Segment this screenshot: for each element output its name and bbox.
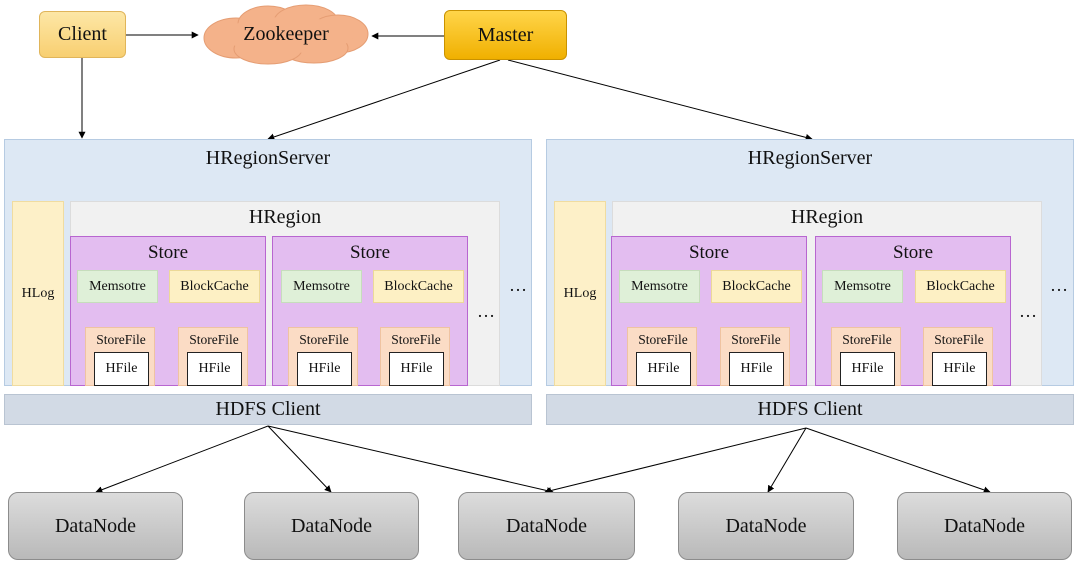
hdfs-client-box: HDFS Client (546, 394, 1074, 425)
hfile-box: HFile (729, 352, 784, 386)
hregion-title: HRegion (248, 205, 322, 228)
store-title: Store (688, 242, 730, 263)
hdfs-client-label: HDFS Client (215, 398, 321, 420)
storefile-box: StoreFile HFile (380, 327, 450, 386)
hfile-box: HFile (932, 352, 987, 386)
hlog-box: HLog (12, 201, 64, 386)
hdfs2-to-datanode-4-arrow (767, 427, 807, 493)
hlog-label: HLog (21, 285, 55, 301)
datanode-box: DataNode (678, 492, 854, 560)
memstore-box: Memsotre (281, 270, 362, 303)
hdfs2-to-datanode-3-arrow (544, 427, 807, 494)
hdfs1-to-datanode-2-arrow (267, 425, 332, 493)
store-title: Store (892, 242, 934, 263)
hdfs1-to-datanode-1-arrow (95, 425, 269, 494)
ellipsis: … (477, 300, 497, 321)
storefile-label: StoreFile (934, 332, 984, 347)
datanode-box: DataNode (897, 492, 1072, 560)
datanode-box: DataNode (8, 492, 183, 560)
ellipsis: … (1050, 274, 1070, 295)
master-label: Master (477, 23, 534, 46)
storefile-label: StoreFile (391, 332, 441, 347)
hfile-box: HFile (297, 352, 352, 386)
storefile-box: StoreFile HFile (923, 327, 993, 386)
storefile-box: StoreFile HFile (85, 327, 155, 386)
blockcache-box: BlockCache (915, 270, 1006, 303)
ellipsis: … (509, 274, 529, 295)
region-server-title: HRegionServer (205, 146, 331, 169)
hdfs-client-box: HDFS Client (4, 394, 532, 425)
storefile-box: StoreFile HFile (627, 327, 697, 386)
hfile-box: HFile (636, 352, 691, 386)
storefile-label: StoreFile (96, 332, 146, 347)
storefile-label: StoreFile (299, 332, 349, 347)
datanode-box: DataNode (458, 492, 635, 560)
ellipsis: … (1019, 300, 1039, 321)
storefile-label: StoreFile (638, 332, 688, 347)
blockcache-box: BlockCache (711, 270, 802, 303)
hdfs2-to-datanode-5-arrow (805, 427, 991, 494)
store-title: Store (147, 242, 189, 263)
storefile-box: StoreFile HFile (288, 327, 358, 386)
hregion-title: HRegion (790, 205, 864, 228)
hlog-label: HLog (563, 285, 597, 301)
datanode-label: DataNode (290, 514, 373, 537)
client-box: Client (39, 11, 126, 58)
hfile-box: HFile (94, 352, 149, 386)
hlog-box: HLog (554, 201, 606, 386)
blockcache-box: BlockCache (169, 270, 260, 303)
storefile-box: StoreFile HFile (178, 327, 248, 386)
blockcache-box: BlockCache (373, 270, 464, 303)
memstore-box: Memsotre (77, 270, 158, 303)
datanode-label: DataNode (505, 514, 588, 537)
zookeeper-cloud: Zookeeper (196, 2, 376, 66)
cloud-shape-icon (203, 4, 369, 65)
memstore-box: Memsotre (619, 270, 700, 303)
datanode-label: DataNode (725, 514, 807, 537)
region-server-title: HRegionServer (747, 146, 873, 169)
hfile-box: HFile (187, 352, 242, 386)
client-label: Client (58, 23, 107, 45)
storefile-label: StoreFile (842, 332, 892, 347)
memstore-box: Memsotre (822, 270, 903, 303)
store-title: Store (349, 242, 391, 263)
hfile-box: HFile (389, 352, 444, 386)
zookeeper-label: Zookeeper (243, 22, 329, 45)
master-to-regionserver-1-arrow (267, 59, 501, 141)
hfile-box: HFile (840, 352, 895, 386)
storefile-label: StoreFile (189, 332, 239, 347)
datanode-label: DataNode (943, 514, 1026, 537)
storefile-box: StoreFile HFile (720, 327, 790, 386)
master-box: Master (444, 10, 567, 60)
hdfs1-to-datanode-3-arrow (267, 425, 554, 494)
hdfs-client-label: HDFS Client (757, 398, 863, 420)
storefile-box: StoreFile HFile (831, 327, 901, 386)
datanode-box: DataNode (244, 492, 419, 560)
master-to-regionserver-2-arrow (507, 59, 813, 141)
storefile-label: StoreFile (731, 332, 781, 347)
datanode-label: DataNode (54, 514, 137, 537)
